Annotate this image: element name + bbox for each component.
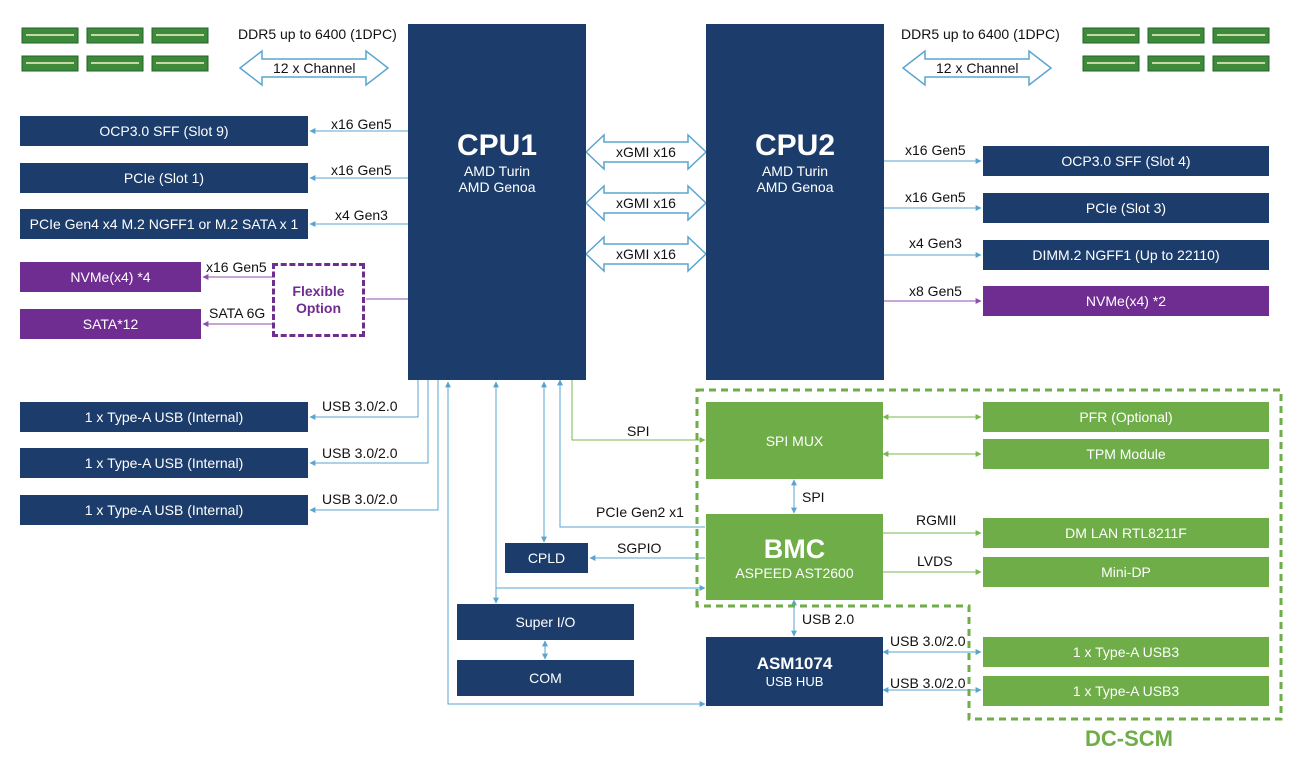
cpu1-line1: AMD Turin [463,163,531,179]
rgmii-label: RGMII [916,512,957,528]
asm1074-block: ASM1074 USB HUB [706,637,883,706]
memory-channel-arrow-left [238,49,390,87]
ocp-slot9-link: x16 Gen5 [331,116,392,132]
pcie-gen2-label: PCIe Gen2 x1 [596,504,684,520]
nvme-x4-4-box: NVMe(x4) *4 [20,262,201,292]
memory-right-label: DDR5 up to 6400 (1DPC) [901,26,1060,42]
spi-mux-bmc-label: SPI [802,489,825,505]
dm-lan-box: DM LAN RTL8211F [983,518,1269,548]
cpu2-title: CPU2 [754,129,836,162]
usb-internal-1-box: 1 x Type-A USB (Internal) [20,402,308,432]
cpu1-block: CPU1 AMD Turin AMD Genoa [408,24,586,380]
dimm2-ngff1-box: DIMM.2 NGFF1 (Up to 22110) [983,240,1269,270]
sata-12-link: SATA 6G [209,305,266,321]
pfr-box: PFR (Optional) [983,402,1269,432]
ocp-slot4-link: x16 Gen5 [905,142,966,158]
pcie-slot1-box: PCIe (Slot 1) [20,163,308,193]
usb-internal-1-link: USB 3.0/2.0 [322,398,398,414]
pcie-slot3-link: x16 Gen5 [905,189,966,205]
nvme-x4-2-box: NVMe(x4) *2 [983,286,1269,316]
memory-left-channel: 12 x Channel [273,60,356,76]
tpm-box: TPM Module [983,439,1269,469]
super-io-box: Super I/O [457,604,634,640]
xgmi-label-1: xGMI x16 [616,144,676,160]
mini-dp-box: Mini-DP [983,557,1269,587]
usb-internal-2-box: 1 x Type-A USB (Internal) [20,448,308,478]
pcie-slot1-link: x16 Gen5 [331,162,392,178]
pcie-slot3-box: PCIe (Slot 3) [983,193,1269,223]
memory-left-label: DDR5 up to 6400 (1DPC) [238,26,397,42]
dcscm-label: DC-SCM [1085,726,1173,751]
m2-slot-link: x4 Gen3 [335,207,388,223]
com-box: COM [457,660,634,696]
xgmi-label-2: xGMI x16 [616,195,676,211]
flexible-option-box: Flexible Option [272,263,365,337]
cpld-box: CPLD [505,543,588,573]
spi-link-label: SPI [627,423,650,439]
ocp-slot9-box: OCP3.0 SFF (Slot 9) [20,116,308,146]
bmc-subtitle: ASPEED AST2600 [735,565,854,581]
memory-channel-arrow-right [901,49,1053,87]
lvds-label: LVDS [917,553,953,569]
usb3-port-2-box: 1 x Type-A USB3 [983,676,1269,706]
sata-12-box: SATA*12 [20,309,201,339]
dcscm-outline [695,388,1283,721]
cpu2-block: CPU2 AMD Turin AMD Genoa [706,24,884,380]
xgmi-label-3: xGMI x16 [616,246,676,262]
usb20-label: USB 2.0 [802,611,855,627]
cpu2-line1: AMD Turin [761,163,829,179]
cpu1-line2: AMD Genoa [458,179,536,195]
usb-internal-3-link: USB 3.0/2.0 [322,491,398,507]
usb-internal-2-link: USB 3.0/2.0 [322,445,398,461]
dimm2-ngff1-link: x4 Gen3 [909,235,962,251]
usb3-port-1-link: USB 3.0/2.0 [890,633,966,649]
spi-mux-box: SPI MUX [706,402,883,479]
memory-right-channel: 12 x Channel [936,60,1019,76]
sgpio-label: SGPIO [617,540,662,556]
cpu2-line2: AMD Genoa [756,179,834,195]
usb3-port-1-box: 1 x Type-A USB3 [983,637,1269,667]
usb-internal-3-box: 1 x Type-A USB (Internal) [20,495,308,525]
asm-subtitle: USB HUB [765,674,824,689]
cpu1-title: CPU1 [456,129,538,162]
m2-slot-box: PCIe Gen4 x4 M.2 NGFF1 or M.2 SATA x 1 [20,209,308,239]
ocp-slot4-box: OCP3.0 SFF (Slot 4) [983,146,1269,176]
nvme-x4-2-link: x8 Gen5 [909,283,962,299]
usb3-port-2-link: USB 3.0/2.0 [890,675,966,691]
bmc-block: BMC ASPEED AST2600 [706,514,883,600]
asm-title: ASM1074 [756,654,833,673]
bmc-title: BMC [763,534,826,564]
nvme-x4-4-link: x16 Gen5 [206,259,267,275]
